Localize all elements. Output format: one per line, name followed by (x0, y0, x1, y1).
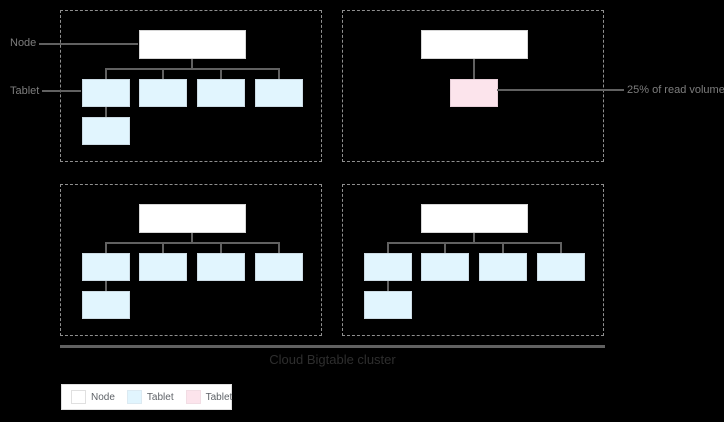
node-box (139, 30, 246, 59)
tablet-box (537, 253, 585, 281)
tablet-pointer-label: Tablet (10, 85, 40, 97)
read-volume-callout-line (497, 89, 624, 91)
connector-line (278, 242, 280, 253)
node-group-bottom-left (60, 184, 322, 336)
connector-line (105, 68, 107, 79)
legend: Node Tablet Tablet (61, 384, 232, 410)
tablet-box (82, 291, 130, 319)
hot-tablet-box (450, 79, 498, 107)
connector-line (473, 59, 475, 79)
tablet-box (197, 79, 245, 107)
tablet-box (139, 79, 187, 107)
legend-tablet-label: Tablet (146, 391, 174, 403)
tablet-box (364, 291, 412, 319)
legend-node-label: Node (91, 391, 115, 403)
tablet-box (82, 79, 130, 107)
legend-tablet-swatch (126, 390, 142, 404)
connector-line (105, 242, 107, 253)
node-group-top-right (342, 10, 604, 162)
connector-line (105, 242, 280, 244)
tablet-box (255, 79, 303, 107)
legend-hot-tablet-swatch (185, 390, 201, 404)
connector-line (387, 242, 389, 253)
tablet-box (139, 253, 187, 281)
connector-line (105, 281, 107, 291)
read-volume-label: 25% of read volume (627, 84, 724, 96)
tablet-box (479, 253, 527, 281)
node-pointer-label: Node (10, 37, 37, 49)
node-box (421, 30, 528, 59)
node-group-top-left (60, 10, 322, 162)
node-box (139, 204, 246, 233)
connector-line (105, 107, 107, 117)
tablet-box (82, 117, 130, 145)
legend-hot-tablet-label: Tablet (205, 391, 233, 403)
connector-line (387, 281, 389, 291)
cluster-title: Cloud Bigtable cluster (269, 352, 396, 367)
tablet-box (421, 253, 469, 281)
tablet-box (197, 253, 245, 281)
connector-line (162, 242, 164, 253)
node-box (421, 204, 528, 233)
node-pointer-line (39, 43, 138, 45)
connector-line (560, 242, 562, 253)
tablet-box (255, 253, 303, 281)
connector-line (105, 68, 280, 70)
tablet-box (82, 253, 130, 281)
connector-line (191, 233, 193, 242)
node-group-bottom-right (342, 184, 604, 336)
connector-line (278, 68, 280, 79)
connector-line (473, 233, 475, 242)
connector-line (162, 68, 164, 79)
connector-line (191, 59, 193, 68)
connector-line (502, 242, 504, 253)
cluster-separator-line (60, 345, 605, 348)
connector-line (444, 242, 446, 253)
tablet-box (364, 253, 412, 281)
connector-line (220, 242, 222, 253)
tablet-pointer-line (42, 90, 81, 92)
legend-node-swatch (71, 390, 86, 404)
connector-line (387, 242, 562, 244)
connector-line (220, 68, 222, 79)
